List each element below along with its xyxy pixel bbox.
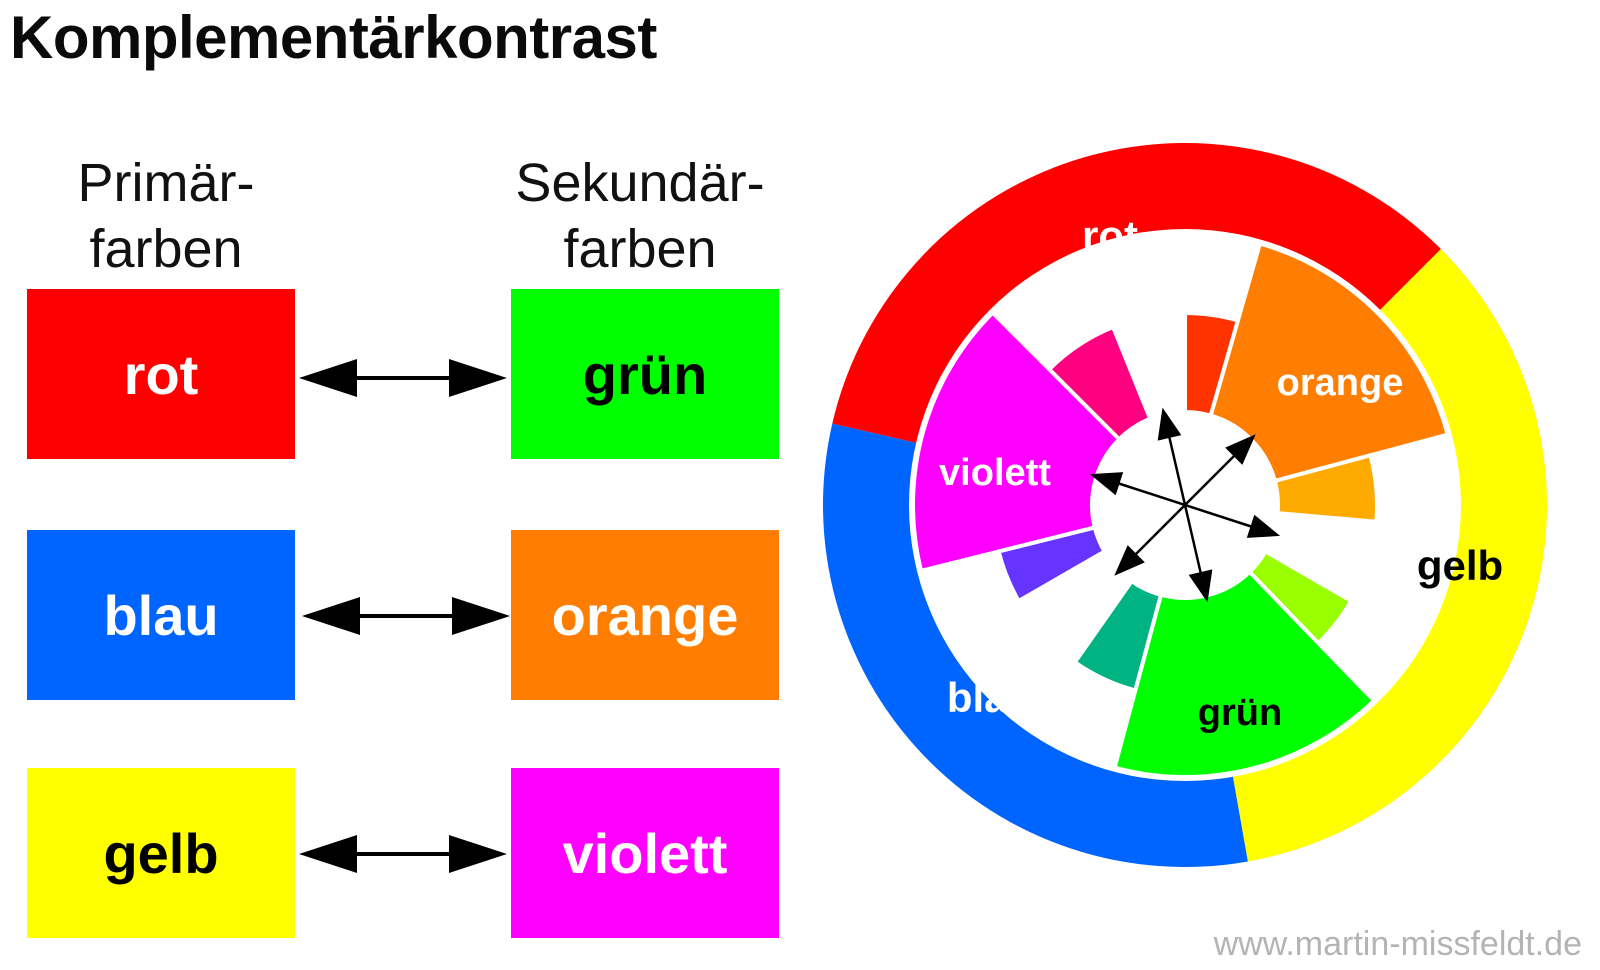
arrow-head-icon: [1225, 434, 1256, 465]
secondary-box-label: grün: [582, 342, 708, 406]
primary-box-gelb: gelb: [27, 768, 295, 938]
tertiary-ring: [996, 311, 1379, 693]
arrow-head-icon: [1188, 569, 1213, 603]
primary-heading-line-1: Primär-: [77, 153, 255, 213]
double-arrow-icon: [299, 359, 507, 397]
tertiary-segment: [1047, 324, 1153, 442]
arrow-head-icon: [1089, 472, 1124, 496]
arrow-shaft: [1116, 481, 1254, 529]
primary-heading-line-2: farben: [89, 219, 243, 279]
double-arrow-icon: [299, 835, 507, 873]
secondary-heading-line-1: Sekundär-: [515, 153, 765, 213]
wheel-label-rot: rot: [1082, 212, 1138, 259]
complement-arrows: [1089, 407, 1281, 603]
wheel-label-gelb: gelb: [1417, 542, 1503, 589]
wheel-label-violett: violett: [939, 452, 1051, 494]
primary-box-label: blau: [103, 583, 219, 647]
secondary-colors-heading: Sekundär- farben: [492, 150, 788, 282]
double-arrow-icon: [302, 597, 510, 635]
wheel-label-orange: orange: [1277, 362, 1404, 404]
primary-colors-heading: Primär- farben: [26, 150, 306, 282]
arrow-head-icon: [1157, 407, 1182, 441]
primary-box-label: rot: [123, 342, 199, 406]
primary-box-rot: rot: [27, 289, 295, 459]
secondary-box-label: orange: [551, 583, 739, 647]
secondary-box-label: violett: [562, 821, 728, 885]
color-wheel: rot gelb blau orange grün violett: [823, 142, 1547, 867]
primary-box-blau: blau: [27, 530, 295, 700]
arrow-head-icon: [1114, 545, 1145, 576]
primary-box-label: gelb: [103, 821, 219, 885]
watermark: www.martin-missfeldt.de: [1213, 925, 1582, 963]
secondary-box-orange: orange: [511, 530, 779, 700]
wheel-label-gruen: grün: [1198, 692, 1282, 734]
secondary-heading-line-2: farben: [563, 219, 717, 279]
secondary-box-gruen: grün: [511, 289, 779, 459]
arrow-head-icon: [1246, 514, 1281, 538]
wheel-label-blau: blau: [947, 674, 1033, 721]
page-title: Komplementärkontrast: [10, 4, 657, 71]
secondary-box-violett: violett: [511, 768, 779, 938]
